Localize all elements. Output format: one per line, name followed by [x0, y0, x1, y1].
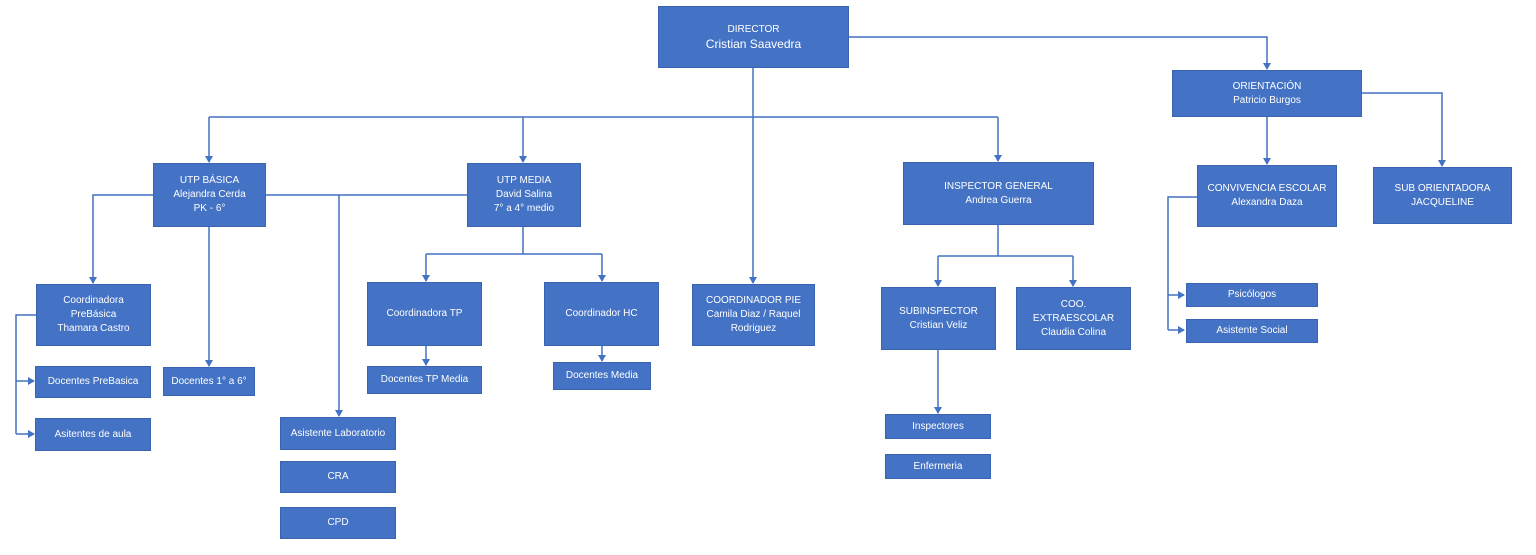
node-enfermeria-label: Enfermeria: [913, 460, 963, 472]
node-subinspector[interactable]: SUBINSPECTOR Cristian Veliz: [881, 287, 996, 350]
node-utp-media-title: UTP MEDIA: [496, 175, 552, 186]
node-utp-media-levels: 7° a 4° medio: [493, 203, 555, 214]
node-coordinadora-prebasica[interactable]: Coordinadora PreBásica Thamara Castro: [36, 284, 151, 346]
node-coo-extraescolar[interactable]: COO. EXTRAESCOLAR Claudia Colina: [1016, 287, 1131, 350]
node-utp-media[interactable]: UTP MEDIA David Salina 7° a 4° medio: [467, 163, 581, 227]
node-convivencia-escolar[interactable]: CONVIVENCIA ESCOLAR Alexandra Daza: [1197, 165, 1337, 227]
node-coo-extraescolar-line2: EXTRAESCOLAR: [1032, 312, 1115, 324]
node-docentes-tp-label: Docentes TP Media: [380, 374, 469, 385]
node-asistentes-aula-label: Asitentes de aula: [54, 428, 132, 440]
node-convivencia-name: Alexandra Daza: [1231, 197, 1303, 208]
connector-prebasica-spine: [15, 314, 36, 434]
node-coord-prebasica-line3: Thamara Castro: [57, 323, 130, 334]
node-inspector-general-name: Andrea Guerra: [965, 194, 1032, 206]
node-inspectores[interactable]: Inspectores: [885, 414, 991, 439]
node-asistente-laboratorio[interactable]: Asistente Laboratorio: [280, 417, 396, 450]
node-director-name: Cristian Saavedra: [705, 36, 802, 51]
node-asistentes-aula[interactable]: Asitentes de aula: [35, 418, 151, 451]
node-orientacion-title: ORIENTACIÓN: [1232, 80, 1302, 92]
node-coord-pie-name2: Rodriguez: [730, 323, 777, 334]
node-coord-prebasica-line2: PreBásica: [70, 309, 117, 320]
connector-convivencia-spine: [1167, 196, 1197, 330]
node-coord-tp-label: Coordinadora TP: [386, 308, 463, 319]
connector-to-orientacion: [849, 36, 1271, 70]
node-sub-orientadora-name: JACQUELINE: [1411, 196, 1474, 208]
node-coordinador-hc[interactable]: Coordinador HC: [544, 282, 659, 346]
node-director-title: DIRECTOR: [727, 23, 780, 35]
connector-to-coord-prebasica: [89, 194, 153, 284]
node-orientacion[interactable]: ORIENTACIÓN Patricio Burgos: [1172, 70, 1362, 117]
node-psicologos[interactable]: Psicólogos: [1186, 283, 1318, 307]
node-coord-pie-name1: Camila Diaz / Raquel: [706, 309, 801, 320]
node-docentes-prebasica[interactable]: Docentes PreBasica: [35, 366, 151, 398]
node-utp-basica-levels: PK - 6°: [193, 203, 226, 214]
node-docentes-1-6[interactable]: Docentes 1° a 6°: [163, 367, 255, 396]
node-coo-extraescolar-name: Claudia Colina: [1040, 326, 1107, 338]
node-cpd-label: CPD: [327, 517, 349, 528]
node-coordinador-pie[interactable]: COORDINADOR PIE Camila Diaz / Raquel Rod…: [692, 284, 815, 346]
node-psicologos-label: Psicólogos: [1227, 289, 1277, 300]
node-subinspector-title: SUBINSPECTOR: [899, 305, 978, 317]
node-asistente-social[interactable]: Asistente Social: [1186, 319, 1318, 343]
node-docentes-prebasica-label: Docentes PreBasica: [47, 376, 139, 387]
node-inspector-general[interactable]: INSPECTOR GENERAL Andrea Guerra: [903, 162, 1094, 225]
node-subinspector-name: Cristian Veliz: [909, 319, 968, 331]
node-utp-basica-title: UTP BÁSICA: [179, 175, 240, 186]
node-coord-hc-label: Coordinador HC: [565, 308, 638, 319]
node-cra[interactable]: CRA: [280, 461, 396, 493]
node-docentes-media[interactable]: Docentes Media: [553, 362, 651, 390]
node-utp-media-name: David Salina: [495, 189, 553, 200]
node-coordinadora-tp[interactable]: Coordinadora TP: [367, 282, 482, 346]
node-utp-basica-name: Alejandra Cerda: [173, 189, 246, 200]
node-director[interactable]: DIRECTOR Cristian Saavedra: [658, 6, 849, 68]
node-orientacion-name: Patricio Burgos: [1233, 94, 1301, 106]
node-coord-pie-title: COORDINADOR PIE: [705, 295, 801, 306]
node-convivencia-title: CONVIVENCIA ESCOLAR: [1207, 183, 1327, 194]
node-inspectores-label: Inspectores: [912, 420, 964, 432]
node-inspector-general-title: INSPECTOR GENERAL: [944, 180, 1053, 192]
node-docentes-media-label: Docentes Media: [565, 370, 639, 381]
connector-to-sub-orientadora: [1362, 92, 1446, 167]
node-asistente-social-label: Asistente Social: [1216, 325, 1288, 336]
node-coo-extraescolar-line1: COO.: [1060, 298, 1087, 310]
node-cpd[interactable]: CPD: [280, 507, 396, 539]
node-coord-prebasica-line1: Coordinadora: [63, 295, 124, 306]
node-docentes-1-6-label: Docentes 1° a 6°: [171, 375, 247, 387]
node-cra-label: CRA: [327, 471, 349, 482]
node-enfermeria[interactable]: Enfermeria: [885, 454, 991, 479]
node-docentes-tp-media[interactable]: Docentes TP Media: [367, 366, 482, 394]
node-asistente-lab-label: Asistente Laboratorio: [290, 427, 386, 439]
node-sub-orientadora-title: SUB ORIENTADORA: [1394, 182, 1491, 194]
node-utp-basica[interactable]: UTP BÁSICA Alejandra Cerda PK - 6°: [153, 163, 266, 227]
node-sub-orientadora[interactable]: SUB ORIENTADORA JACQUELINE: [1373, 167, 1512, 224]
